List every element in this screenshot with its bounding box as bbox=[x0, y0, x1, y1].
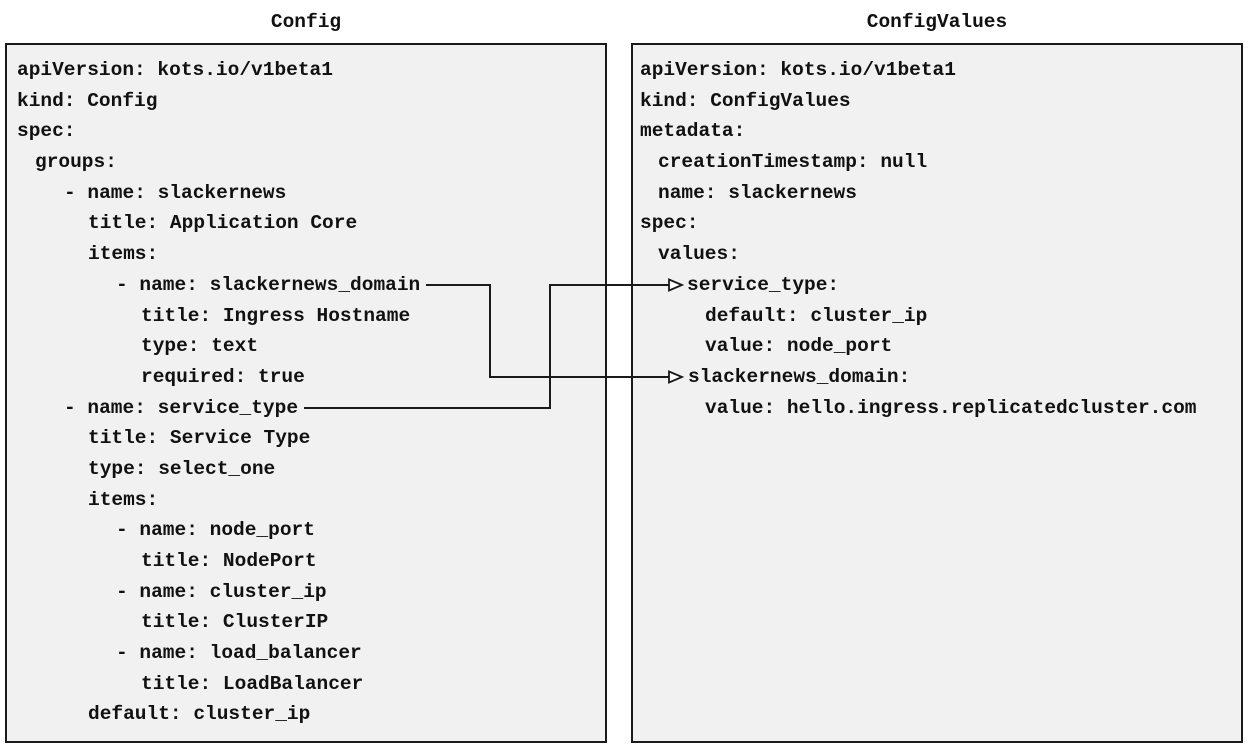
code-line: slackernews_domain: bbox=[688, 365, 911, 388]
configvalues-panel-title: ConfigValues bbox=[866, 11, 1008, 33]
code-line: name: slackernews bbox=[658, 181, 857, 204]
code-line: items: bbox=[88, 243, 159, 266]
code-line: default: cluster_ip bbox=[88, 703, 311, 726]
code-line: spec: bbox=[17, 120, 76, 143]
code-line: value: hello.ingress.replicatedcluster.c… bbox=[705, 396, 1197, 419]
code-line: title: Service Type bbox=[88, 427, 311, 450]
code-line: title: ClusterIP bbox=[141, 611, 329, 634]
code-line: required: true bbox=[141, 365, 305, 388]
config-panel-title: Config bbox=[270, 11, 342, 33]
code-line: creationTimestamp: null bbox=[658, 151, 928, 174]
code-line: title: Application Core bbox=[88, 212, 358, 235]
code-line: - name: slackernews_domain bbox=[116, 273, 421, 296]
configvalues-yaml-box: apiVersion: kots.io/v1beta1 kind: ConfigV… bbox=[631, 43, 1243, 743]
code-line: value: node_port bbox=[705, 335, 893, 358]
code-line: metadata: bbox=[640, 120, 746, 143]
code-line: items: bbox=[88, 488, 159, 511]
code-line: title: Ingress Hostname bbox=[141, 304, 411, 327]
code-line: values: bbox=[658, 243, 740, 266]
code-line: kind: Config bbox=[17, 89, 158, 112]
code-line: type: select_one bbox=[88, 457, 276, 480]
config-yaml-box: apiVersion: kots.io/v1beta1 kind: Config s… bbox=[5, 43, 607, 743]
code-line: apiVersion: kots.io/v1beta1 bbox=[17, 59, 333, 81]
code-line: - name: load_balancer bbox=[116, 642, 362, 665]
code-line: - name: cluster_ip bbox=[116, 580, 327, 603]
code-line: apiVersion: kots.io/v1beta1 bbox=[640, 59, 956, 81]
code-line: groups: bbox=[35, 151, 117, 174]
code-line: kind: ConfigValues bbox=[640, 89, 851, 112]
code-line: type: text bbox=[141, 335, 259, 358]
code-line: service_type: bbox=[687, 273, 840, 296]
code-line: - name: node_port bbox=[116, 519, 315, 542]
code-line: spec: bbox=[640, 212, 699, 235]
code-line: - name: service_type bbox=[64, 396, 299, 419]
code-line: title: NodePort bbox=[141, 550, 317, 572]
code-line: default: cluster_ip bbox=[705, 304, 928, 327]
code-line: title: LoadBalancer bbox=[141, 672, 364, 695]
code-line: - name: slackernews bbox=[64, 181, 287, 204]
